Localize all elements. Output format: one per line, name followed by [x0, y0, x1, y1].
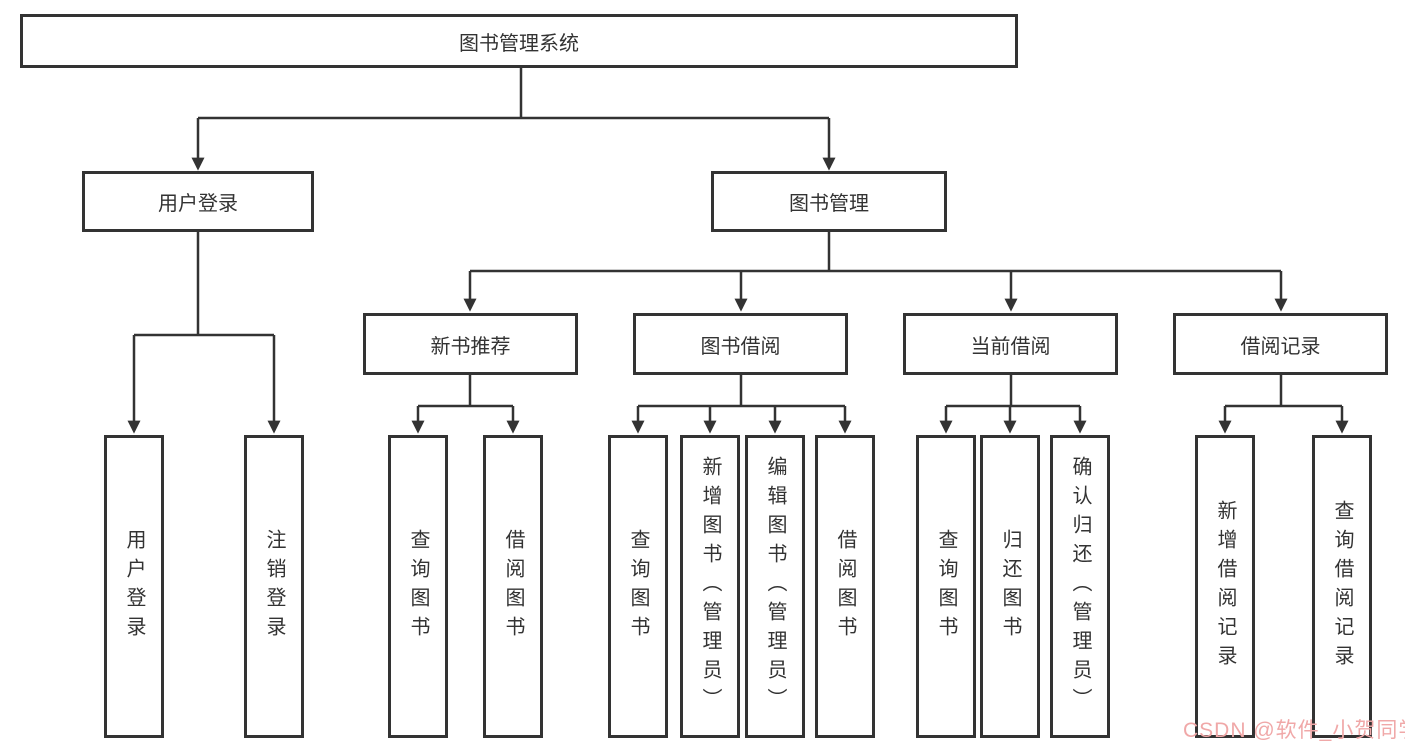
node-library-management-system: 图书管理系统: [20, 14, 1018, 68]
leaf-label: 注销登录: [263, 528, 285, 645]
node-new-book-recommendation: 新书推荐: [363, 313, 578, 375]
leaf-label: 新增借阅记录: [1214, 499, 1236, 674]
leaf-label: 查询图书: [935, 528, 957, 645]
node-label: 图书管理系统: [459, 32, 579, 55]
leaf-logout: 注销登录: [244, 435, 304, 738]
leaf-label: 用户登录: [123, 528, 145, 645]
leaf-label: 借阅图书: [834, 528, 856, 645]
node-label: 用户登录: [158, 193, 238, 215]
csdn-watermark: CSDN @软件_小贺同学: [1183, 719, 1405, 742]
leaf-label: 查询借阅记录: [1331, 499, 1353, 674]
node-current-borrowing: 当前借阅: [903, 313, 1118, 375]
leaf-query-books: 查询图书: [916, 435, 976, 738]
leaf-label: 查询图书: [407, 528, 429, 645]
node-book-borrowing: 图书借阅: [633, 313, 848, 375]
node-label: 图书借阅: [700, 335, 781, 358]
node-user-login-branch: 用户登录: [82, 171, 314, 232]
leaf-add-books-admin: 新增图书（管理员）: [680, 435, 740, 738]
leaf-return-books: 归还图书: [980, 435, 1040, 738]
node-label: 图书管理: [789, 193, 869, 215]
leaf-borrow-books: 借阅图书: [815, 435, 875, 738]
leaf-query-books: 查询图书: [608, 435, 668, 738]
node-borrowing-records: 借阅记录: [1173, 313, 1388, 375]
leaf-add-borrow-record: 新增借阅记录: [1195, 435, 1255, 738]
leaf-label: 借阅图书: [502, 528, 524, 645]
leaf-borrow-books: 借阅图书: [483, 435, 543, 738]
leaf-user-login: 用户登录: [104, 435, 164, 738]
leaf-label: 归还图书: [999, 528, 1021, 645]
node-book-management-branch: 图书管理: [711, 171, 947, 232]
leaf-label: 编辑图书（管理员）: [764, 456, 786, 717]
leaf-query-borrow-record: 查询借阅记录: [1312, 435, 1372, 738]
node-label: 新书推荐: [430, 335, 511, 358]
leaf-label: 新增图书（管理员）: [699, 456, 721, 717]
leaf-query-books: 查询图书: [388, 435, 448, 738]
leaf-edit-books-admin: 编辑图书（管理员）: [745, 435, 805, 738]
leaf-label: 确认归还（管理员）: [1069, 456, 1091, 717]
node-label: 当前借阅: [970, 335, 1051, 358]
node-label: 借阅记录: [1240, 335, 1321, 358]
leaf-confirm-return-admin: 确认归还（管理员）: [1050, 435, 1110, 738]
leaf-label: 查询图书: [627, 528, 649, 645]
